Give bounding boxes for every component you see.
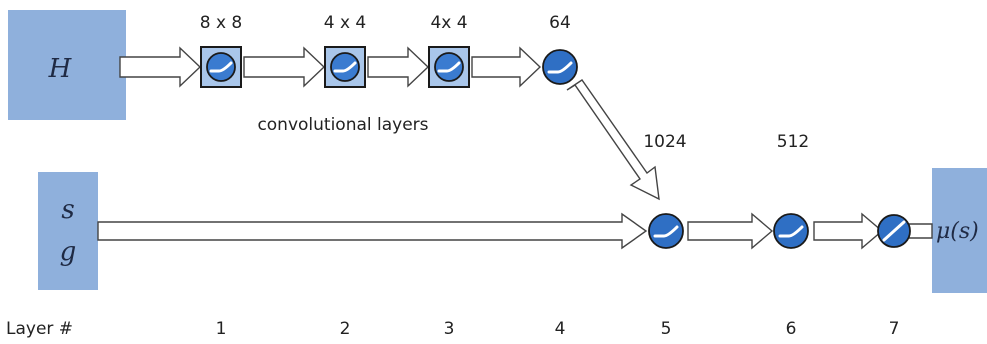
relu-icon [547,61,573,74]
relu-icon [437,61,461,73]
relu-icon [653,225,679,238]
arrow-layer5-to-layer6 [687,212,774,250]
relu-icon [778,225,804,238]
arrow-conv1-to-conv2 [243,46,326,88]
layer-number-1: 1 [216,319,227,339]
fc-node-layer-4 [542,49,578,85]
arrow-layer6-to-layer7 [813,212,884,250]
arrow-layer7-to-output [907,223,933,239]
output-node-layer-7 [877,214,911,248]
layer-number-7: 7 [889,319,900,339]
input-box-h [8,10,126,120]
layer6-size-label: 512 [777,132,809,152]
conv-layer-3 [428,46,470,88]
output-label: μ(s) [936,219,979,244]
fc-node-layer-5 [648,213,684,249]
conv3-size-label: 4x 4 [430,13,467,33]
output-box [932,168,987,293]
layer-row-label: Layer # [6,319,73,339]
arrow-layer4-to-layer5 [566,79,660,201]
input-box-sg [38,172,98,290]
arrow-h-to-conv1 [119,46,202,88]
conv-layer-1 [200,46,242,88]
conv-layer-2 [324,46,366,88]
conv-layers-caption: convolutional layers [257,115,428,135]
layer-number-5: 5 [661,319,672,339]
fc-node-layer-6 [773,213,809,249]
conv1-size-label: 8 x 8 [200,13,243,33]
layer-number-3: 3 [444,319,455,339]
arrow-sg-to-layer5 [97,212,648,250]
relu-icon [333,61,357,73]
input-h-label: H [48,54,73,84]
layer5-size-label: 1024 [643,132,686,152]
layer-number-2: 2 [340,319,351,339]
layer-number-6: 6 [786,319,797,339]
arrow-conv2-to-conv3 [367,46,430,88]
relu-icon [209,61,233,73]
arrow-conv3-to-layer4 [471,46,542,88]
conv2-size-label: 4 x 4 [324,13,367,33]
layer4-size-label: 64 [549,13,571,33]
input-s-label: s [61,195,74,225]
layer-number-4: 4 [555,319,566,339]
linear-icon [882,220,906,242]
input-g-label: g [60,237,77,267]
